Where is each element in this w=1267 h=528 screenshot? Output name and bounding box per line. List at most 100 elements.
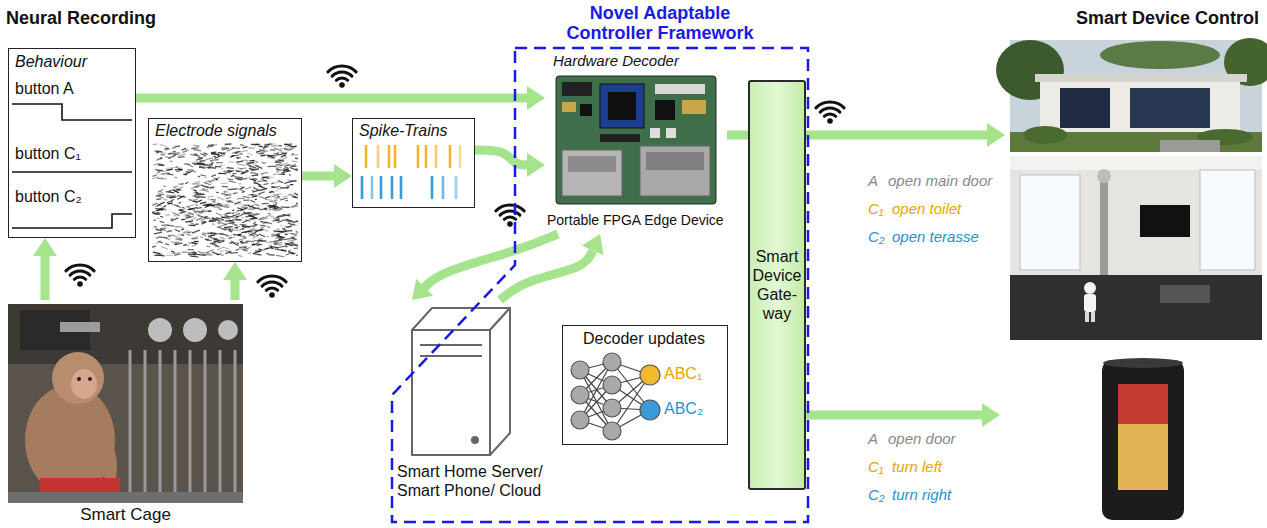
electrode-noise-image [166, 197, 174, 198]
electrode-noise-image [195, 185, 200, 187]
electrode-noise-image [291, 236, 294, 238]
electrode-noise-image [249, 179, 256, 181]
electrode-noise-image [185, 221, 193, 222]
electrode-noise-image [294, 247, 298, 248]
electrode-noise-image [211, 175, 216, 177]
electrode-noise-image [156, 198, 160, 200]
spike-train [442, 176, 445, 199]
electrode-noise-image [268, 213, 270, 214]
command-key: A [868, 430, 878, 448]
electrode-noise-image [240, 224, 246, 226]
electrode-noise-image [260, 188, 267, 190]
smart-room-photo [1010, 156, 1262, 170]
electrode-noise-image [267, 205, 274, 207]
electrode-noise-image [232, 230, 241, 231]
smart-room-photo [1010, 275, 1262, 340]
electrode-noise-image [192, 163, 199, 164]
spike-train [417, 145, 420, 168]
electrode-noise-image [285, 144, 292, 146]
electrode-noise-image [193, 210, 200, 213]
signal-panel: Electrode signals [148, 118, 302, 262]
command-key: C₁ [868, 458, 884, 476]
electrode-noise-image [288, 223, 295, 225]
electrode-noise-image [266, 196, 270, 197]
electrode-noise-image [295, 168, 298, 170]
electrode-noise-image [280, 187, 288, 188]
electrode-noise-image [211, 161, 213, 162]
electrode-noise-image [283, 157, 287, 159]
electrode-noise-image [292, 161, 298, 163]
electrode-noise-image [255, 198, 257, 200]
spike-train [366, 145, 460, 168]
electrode-noise-image [210, 238, 217, 239]
electrode-noise-image [213, 201, 216, 202]
electrode-noise-image [264, 183, 269, 185]
electrode-noise-image [276, 154, 282, 156]
electrode-noise-image [271, 186, 274, 188]
server-icon [412, 308, 510, 455]
electrode-noise-image [223, 217, 229, 218]
neural-network-icon [571, 353, 621, 440]
electrode-noise-image [283, 155, 286, 156]
server-icon [472, 437, 478, 443]
electrode-noise-image [203, 204, 212, 205]
electrode-noise-image [188, 249, 194, 250]
electrode-noise-image [180, 183, 184, 185]
electrode-noise-image [212, 223, 215, 225]
electrode-noise-image [216, 218, 224, 220]
signal-arrow [727, 131, 748, 140]
electrode-noise-image [227, 223, 235, 224]
spike-train [365, 145, 368, 168]
dashed-boundary [392, 48, 808, 522]
neural-network-icon [603, 353, 621, 371]
electrode-noise-image [246, 240, 254, 242]
electrode-noise-image [248, 234, 254, 237]
electrode-noise-image [188, 254, 196, 255]
electrode-noise-image [193, 201, 197, 202]
electrode-noise-image [268, 254, 274, 256]
electrode-noise-image [223, 247, 229, 249]
electrode-noise-image [267, 236, 269, 238]
electrode-noise-image [211, 152, 216, 154]
electrode-noise-image [264, 248, 269, 250]
electrode-noise-image [277, 209, 283, 210]
electrode-noise-image [187, 245, 189, 247]
smart-house-photo [996, 38, 1267, 152]
electrode-noise-image [238, 167, 242, 169]
electrode-noise-image [164, 226, 170, 228]
electrode-noise-image [200, 237, 203, 238]
electrode-noise-image [213, 239, 219, 241]
signal-arrow [500, 250, 593, 300]
electrode-noise-image [241, 190, 244, 192]
electrode-noise-image [171, 199, 174, 200]
electrode-noise-image [239, 224, 245, 226]
electrode-noise-image [192, 183, 200, 184]
electrode-noise-image [264, 154, 273, 156]
electrode-noise-image [204, 217, 210, 219]
electrode-noise-image [183, 214, 189, 216]
electrode-noise-image [221, 183, 228, 184]
smart-cage-photo [95, 430, 111, 478]
electrode-noise-image [276, 190, 278, 192]
electrode-noise-image [152, 246, 156, 247]
wireless-icon [258, 276, 286, 298]
electrode-noise-image [291, 154, 298, 156]
electrode-noise-image [238, 238, 246, 241]
electrode-noise-image [195, 182, 201, 183]
electrode-noise-image [155, 226, 157, 228]
electrode-noise-image [187, 164, 193, 167]
decoder-update-panel: Decoder updatesABC₁ABC₂ [562, 325, 728, 445]
electrode-noise-image [223, 224, 226, 225]
device-caption: Smart Home Server/ Smart Phone/ Cloud [397, 462, 553, 500]
electrode-noise-image [165, 149, 170, 151]
electrode-noise-image [166, 195, 173, 196]
electrode-noise-image [253, 187, 259, 190]
smart-room-photo [1084, 294, 1096, 312]
electrode-noise-image [239, 187, 244, 189]
electrode-noise-image [287, 233, 293, 234]
signal-arrow [231, 280, 240, 300]
electrode-noise-image [162, 228, 168, 229]
electrode-noise-image [283, 171, 290, 173]
